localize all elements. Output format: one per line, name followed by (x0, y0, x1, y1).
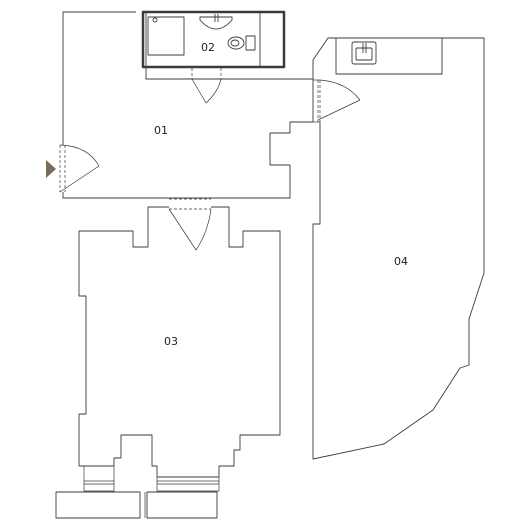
bathroom-sink-icon (199, 16, 233, 30)
entrance-door (59, 144, 100, 193)
kitchen-sink-icon (351, 41, 377, 65)
toilet-seat-icon (230, 39, 240, 47)
room-label-04: 04 (394, 255, 408, 268)
room-04-walls (312, 37, 485, 460)
shower-icon (147, 16, 185, 56)
room-label-03: 03 (164, 335, 178, 348)
room-label-02: 02 (201, 41, 215, 54)
door-03 (168, 198, 212, 251)
room-02-walls (141, 10, 286, 69)
balcony-right (146, 491, 218, 519)
room-01-walls (62, 11, 314, 199)
room-label-01: 01 (154, 124, 168, 137)
window-03-left (83, 465, 115, 492)
balcony-left (55, 491, 141, 519)
room-03-walls (78, 206, 281, 478)
kitchen-sink-basin-icon (355, 47, 373, 61)
door-04 (313, 79, 361, 123)
toilet-bowl-icon (227, 36, 245, 50)
entrance-arrow-icon (46, 160, 56, 178)
shower-drain-icon (152, 17, 158, 23)
toilet-tank-icon (245, 35, 256, 51)
window-03-right (156, 476, 220, 492)
door-02 (191, 68, 222, 104)
